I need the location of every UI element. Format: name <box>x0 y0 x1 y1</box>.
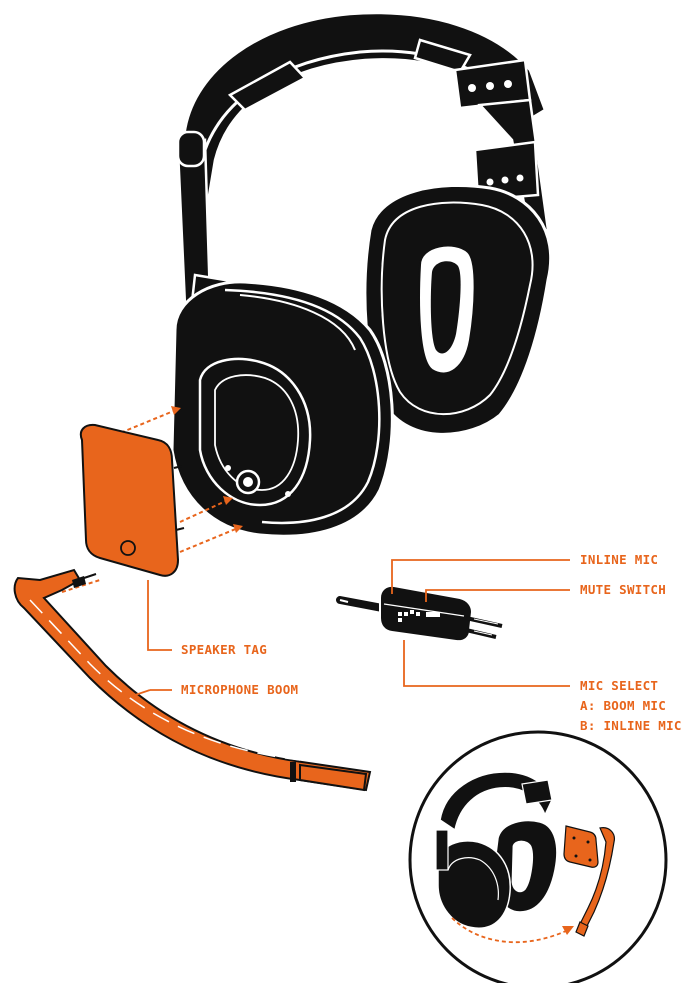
label-mic-select: MIC SELECT <box>580 678 658 693</box>
label-mic-select-b: B: INLINE MIC <box>580 718 682 733</box>
label-mic-select-a: A: BOOM MIC <box>580 698 666 713</box>
mute-switch <box>398 610 420 622</box>
left-ear-cup <box>170 280 394 538</box>
assembly-inset <box>408 730 668 983</box>
microphone-boom <box>13 568 372 792</box>
right-ear-cup <box>363 183 553 436</box>
inline-mic-controller <box>336 584 503 643</box>
speaker-tag-plate <box>79 423 185 577</box>
label-inline-mic: INLINE MIC <box>580 552 658 567</box>
callout-lines <box>119 559 570 701</box>
headset-illustration <box>170 11 553 538</box>
assembly-arrows <box>61 409 239 593</box>
arrow-heads <box>171 406 243 533</box>
label-speaker-tag: SPEAKER TAG <box>181 642 267 657</box>
label-mute-switch: MUTE SWITCH <box>580 582 666 597</box>
label-microphone-boom: MICROPHONE BOOM <box>181 682 298 697</box>
